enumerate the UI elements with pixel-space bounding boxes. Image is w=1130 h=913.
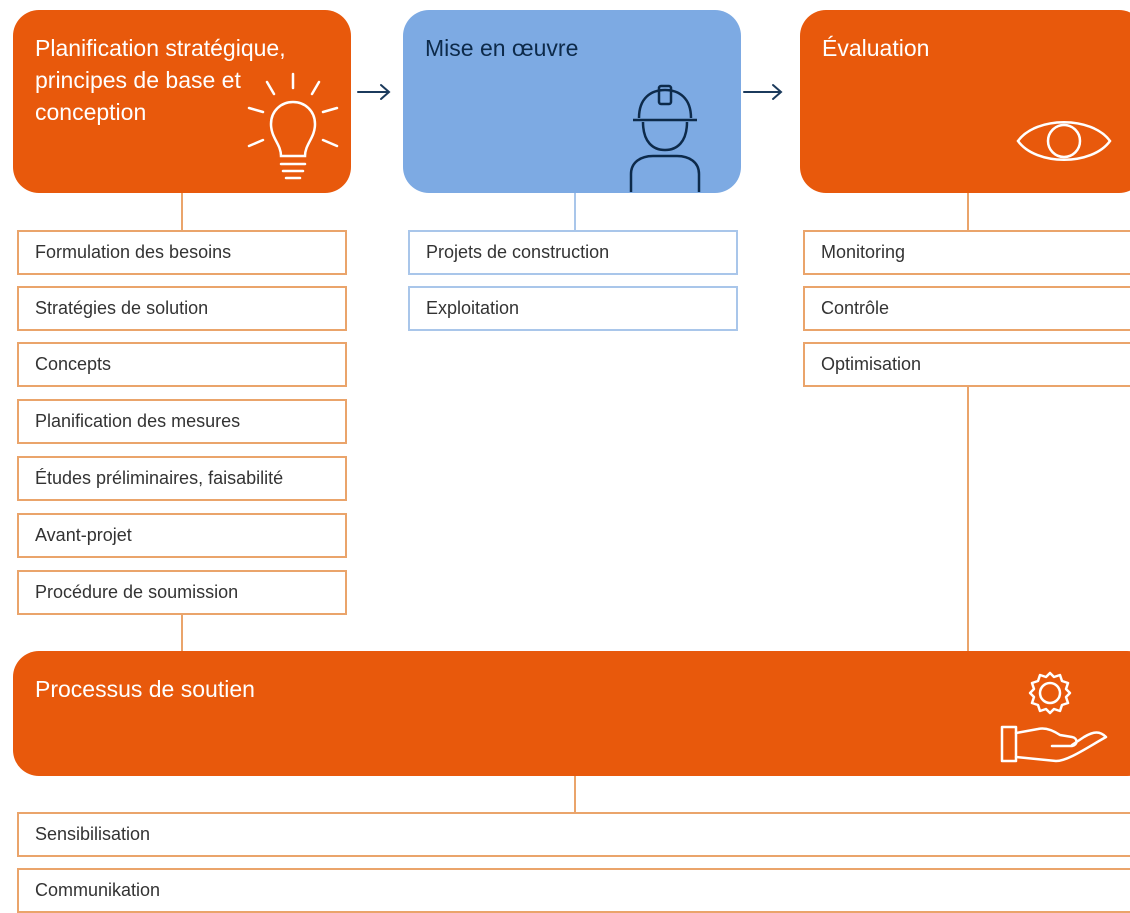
- planning-item: Planification des mesures: [17, 399, 347, 444]
- worker-hardhat-icon: [629, 84, 701, 192]
- evaluation-item: Contrôle: [803, 286, 1130, 331]
- implementation-stage-box: Mise en œuvre: [403, 10, 741, 193]
- planning-stage-title: Planification stratégique, principes de …: [35, 35, 286, 125]
- support-connector-line: [574, 776, 576, 812]
- implementation-item: Exploitation: [408, 286, 738, 331]
- implementation-item: Projets de construction: [408, 230, 738, 275]
- evaluation-connector-line: [967, 193, 969, 230]
- planning-stage-box: Planification stratégique, principes de …: [13, 10, 351, 193]
- gear-hand-icon: [1000, 671, 1108, 763]
- arrow-right-icon: [743, 84, 783, 100]
- eye-icon: [1016, 121, 1112, 161]
- implementation-stage-title: Mise en œuvre: [425, 35, 579, 61]
- arrow-right-icon: [357, 84, 391, 100]
- support-item: Communikation: [17, 868, 1130, 913]
- planning-connector-line: [181, 193, 183, 230]
- planning-item: Stratégies de solution: [17, 286, 347, 331]
- evaluation-to-support-line: [967, 387, 969, 651]
- planning-item: Avant-projet: [17, 513, 347, 558]
- lightbulb-icon: [247, 72, 339, 180]
- evaluation-stage-title: Évaluation: [822, 35, 930, 61]
- planning-item: Formulation des besoins: [17, 230, 347, 275]
- planning-item: Études préliminaires, faisabilité: [17, 456, 347, 501]
- support-process-title: Processus de soutien: [35, 676, 255, 702]
- evaluation-stage-box: Évaluation: [800, 10, 1130, 193]
- evaluation-item: Optimisation: [803, 342, 1130, 387]
- support-process-box: Processus de soutien: [13, 651, 1130, 776]
- support-item: Sensibilisation: [17, 812, 1130, 857]
- planning-item: Procédure de soumission: [17, 570, 347, 615]
- evaluation-item: Monitoring: [803, 230, 1130, 275]
- implementation-connector-line: [574, 193, 576, 230]
- planning-item: Concepts: [17, 342, 347, 387]
- planning-to-support-line: [181, 615, 183, 651]
